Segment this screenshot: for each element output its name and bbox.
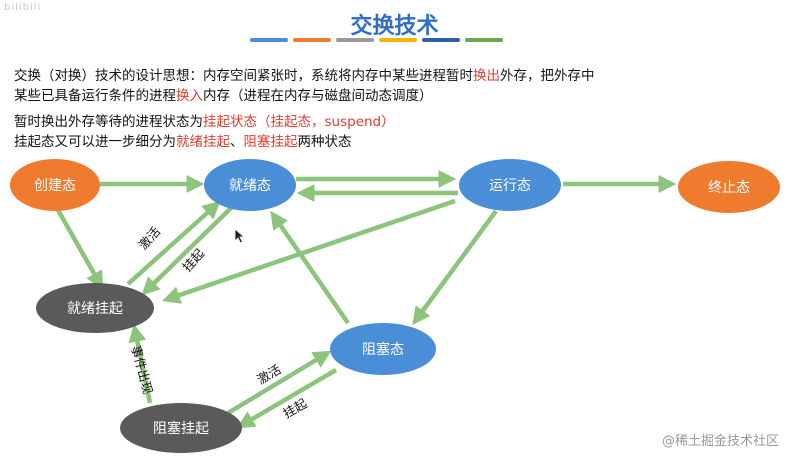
node-running-label: 运行态 bbox=[489, 178, 531, 194]
description-line-1: 交换（对换）技术的设计思想：内存空间紧张时，系统将内存中某些进程暂时换出外存，把… bbox=[14, 64, 595, 84]
node-ready-suspend-label: 就绪挂起 bbox=[67, 301, 123, 317]
arrow-blocked-to-blocked-suspend bbox=[236, 368, 338, 429]
title-color-bar-5 bbox=[422, 38, 460, 42]
node-ready-suspend: 就绪挂起 bbox=[36, 283, 154, 333]
node-terminate-label: 终止态 bbox=[708, 180, 750, 196]
line4-text-mid: 、 bbox=[230, 134, 244, 150]
arrow-blocked-to-ready bbox=[270, 210, 350, 325]
line4-highlight-1: 就绪挂起 bbox=[176, 134, 230, 150]
node-blocked: 阻塞态 bbox=[330, 323, 436, 375]
node-blocked-label: 阻塞态 bbox=[362, 342, 404, 358]
bilibili-logo: bilibili bbox=[4, 2, 42, 13]
node-blocked-suspend: 阻塞挂起 bbox=[120, 403, 242, 453]
node-create-label: 创建态 bbox=[34, 178, 76, 194]
line2-highlight: 换入 bbox=[176, 88, 203, 104]
node-create: 创建态 bbox=[10, 159, 100, 211]
watermark: @稀土掘金技术社区 bbox=[661, 434, 779, 449]
description-line-4: 挂起态又可以进一步细分为就绪挂起、阻塞挂起两种状态 bbox=[14, 130, 352, 150]
line4-text-a: 挂起态又可以进一步细分为 bbox=[14, 134, 176, 150]
arrow-blocked-suspend-to-blocked bbox=[226, 350, 332, 415]
arrow-blocked-suspend-to-ready-suspend bbox=[128, 323, 153, 404]
line3-highlight: 挂起状态（挂起态，suspend） bbox=[203, 114, 395, 130]
description-line-3: 暂时换出外存等待的进程状态为挂起状态（挂起态，suspend） bbox=[14, 110, 395, 130]
line1-highlight: 换出 bbox=[473, 68, 500, 84]
line1-text-a: 交换（对换）技术的设计思想：内存空间紧张时，系统将内存中某些进程暂时 bbox=[14, 68, 473, 84]
line3-text-a: 暂时换出外存等待的进程状态为 bbox=[14, 114, 203, 130]
line2-text-a: 某些已具备运行条件的进程 bbox=[14, 88, 176, 104]
title-color-bar-2 bbox=[293, 38, 331, 42]
title-color-bar-3 bbox=[336, 38, 374, 42]
title-color-bar-1 bbox=[250, 38, 288, 42]
arrow-ready-to-ready-suspend bbox=[141, 205, 234, 296]
node-running: 运行态 bbox=[459, 159, 561, 211]
line1-text-b: 外存，把外存中 bbox=[500, 68, 595, 84]
title-color-bar-4 bbox=[379, 38, 417, 42]
node-ready: 就绪态 bbox=[204, 159, 296, 211]
arrow-ready-suspend-to-ready bbox=[126, 200, 221, 286]
line4-text-b: 两种状态 bbox=[297, 134, 352, 150]
title-color-bar-6 bbox=[465, 38, 503, 42]
node-blocked-suspend-label: 阻塞挂起 bbox=[153, 421, 209, 437]
mouse-cursor-icon bbox=[234, 228, 246, 244]
node-ready-label: 就绪态 bbox=[229, 178, 271, 194]
arrow-running-to-blocked bbox=[412, 209, 498, 326]
arrow-running-to-ready-suspend bbox=[162, 198, 456, 304]
description-line-2: 某些已具备运行条件的进程换入内存（进程在内存与磁盘间动态调度） bbox=[14, 84, 433, 104]
arrow-create-to-ready-suspend bbox=[56, 208, 104, 290]
line2-text-b: 内存（进程在内存与磁盘间动态调度） bbox=[203, 88, 433, 104]
node-terminate: 终止态 bbox=[678, 161, 780, 213]
slide-title: 交换技术 bbox=[350, 14, 439, 39]
line4-highlight-2: 阻塞挂起 bbox=[243, 134, 298, 150]
